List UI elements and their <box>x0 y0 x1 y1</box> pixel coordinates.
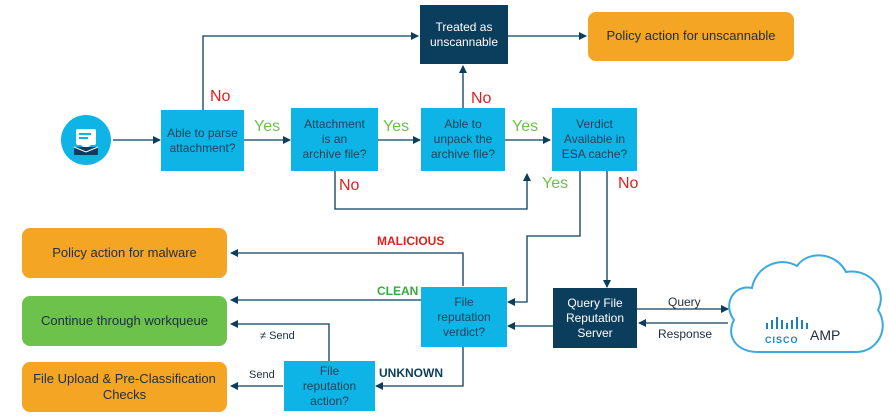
email-attachment-icon <box>61 115 111 165</box>
arrow-action-notsend <box>230 320 330 361</box>
label-yes-parse: Yes <box>254 118 281 135</box>
label-no-unpack: No <box>471 90 492 107</box>
cisco-wordmark: CISCO <box>765 335 799 345</box>
node-continue-workqueue: Continue through workqueue <box>22 296 227 346</box>
node-file-upload-checks: File Upload & Pre-Classification Checks <box>22 362 227 412</box>
label-response: Response <box>658 327 713 341</box>
node-policy-malware: Policy action for malware <box>22 228 227 278</box>
label-yes-unpack: Yes <box>512 118 539 135</box>
node-reputation-verdict: File reputation verdict? <box>421 287 507 347</box>
label-unknown: UNKNOWN <box>379 366 443 380</box>
node-parse-attachment: Able to parse attachment? <box>161 110 244 171</box>
node-query-reputation-server: Query File Reputation Server <box>553 288 637 348</box>
cisco-bars-icon <box>766 317 808 329</box>
label-yes-cache: Yes <box>542 175 569 192</box>
arrow-parse-unscannable <box>202 32 419 110</box>
label-not-send: ≠ Send <box>260 330 295 342</box>
node-treated-unscannable: Treated as unscannable <box>420 5 508 64</box>
label-yes-archive: Yes <box>383 118 410 135</box>
node-verdict-cache: Verdict Available in ESA cache? <box>552 108 637 171</box>
label-malicious: MALICIOUS <box>377 234 445 248</box>
amp-label: AMP <box>810 327 841 343</box>
label-query: Query <box>668 295 701 309</box>
cisco-logo: CISCO <box>765 316 815 345</box>
node-policy-unscannable: Policy action for unscannable <box>588 12 794 61</box>
label-clean: CLEAN <box>377 284 419 298</box>
arrow-verdict-unknown <box>375 346 464 390</box>
node-unpack-archive: Able to unpack the archive file? <box>421 108 505 171</box>
label-no-parse: No <box>210 88 231 105</box>
label-no-archive: No <box>339 177 360 194</box>
arrow-cache-yes-verdict <box>507 170 581 306</box>
label-no-cache: No <box>618 175 639 192</box>
arrow-verdict-malware <box>230 249 464 286</box>
node-archive-file: Attachment is an archive file? <box>291 108 378 171</box>
node-reputation-action: File reputation action? <box>284 361 375 411</box>
label-send: Send <box>249 369 275 381</box>
arrow-archive-no-cache <box>334 170 531 210</box>
